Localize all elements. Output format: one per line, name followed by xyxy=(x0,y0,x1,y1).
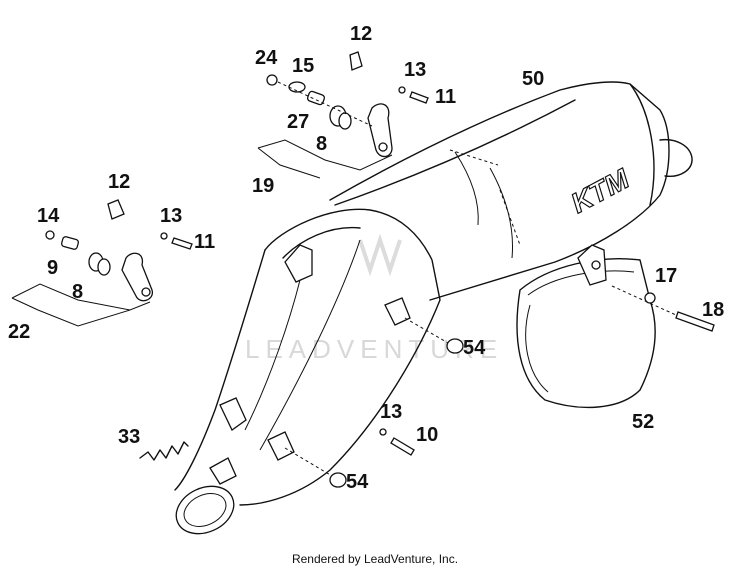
callout-12-upper: 12 xyxy=(350,23,372,45)
callout-24: 24 xyxy=(255,47,278,69)
washer-13-upper xyxy=(398,86,406,94)
callout-14: 14 xyxy=(37,205,60,227)
clip-12-left xyxy=(107,199,125,220)
callout-33: 33 xyxy=(118,426,140,448)
callout-17: 17 xyxy=(655,265,677,287)
clip-12-upper xyxy=(349,51,363,71)
callout-9: 9 xyxy=(47,257,58,279)
bracket-19 xyxy=(367,103,393,158)
left-mount-hardware xyxy=(11,199,193,327)
nut-24 xyxy=(266,74,278,86)
bolt-11-upper xyxy=(409,91,429,104)
callout-52: 52 xyxy=(632,411,654,433)
spacer xyxy=(306,90,326,106)
callout-19: 19 xyxy=(252,175,274,197)
clamp-hardware xyxy=(404,285,715,354)
callout-54-upper: 54 xyxy=(463,337,486,359)
callout-8-upper: 8 xyxy=(316,133,327,155)
nut-14 xyxy=(45,230,55,240)
callout-54-lower: 54 xyxy=(346,471,369,493)
callout-50: 50 xyxy=(522,68,544,90)
callout-18: 18 xyxy=(702,299,724,321)
callout-11-left: 11 xyxy=(194,231,215,253)
upper-mount-hardware xyxy=(257,51,429,179)
callout-8-left: 8 xyxy=(72,281,83,303)
callout-10: 10 xyxy=(416,424,438,446)
washer-13-left xyxy=(160,232,168,240)
spacer-left xyxy=(61,236,79,250)
footer-credit: Rendered by LeadVenture, Inc. xyxy=(291,552,459,566)
callout-27: 27 xyxy=(287,111,309,133)
muffler-clamp xyxy=(516,244,656,409)
part-callouts: 12 24 15 13 11 27 8 19 50 12 14 13 11 9 … xyxy=(8,23,724,493)
bolt-10 xyxy=(390,437,415,456)
exhaust-header xyxy=(174,208,441,535)
callout-13-left: 13 xyxy=(160,205,182,227)
callout-11-upper: 11 xyxy=(435,86,456,108)
lower-hardware xyxy=(139,428,415,488)
washer-17 xyxy=(644,292,656,304)
bolt-11-left xyxy=(171,237,193,250)
spring-33 xyxy=(139,441,189,461)
callout-13-lower: 13 xyxy=(380,401,402,423)
callout-13-upper: 13 xyxy=(404,59,426,81)
washer-13-lower xyxy=(379,428,387,436)
bolt-18 xyxy=(675,311,715,332)
callout-12-left: 12 xyxy=(108,171,130,193)
ktm-logo: KTM xyxy=(566,163,635,219)
grommet-54-upper xyxy=(446,338,464,354)
grommet-54-lower xyxy=(329,472,347,488)
callout-15: 15 xyxy=(292,55,314,77)
callout-22: 22 xyxy=(8,321,30,343)
